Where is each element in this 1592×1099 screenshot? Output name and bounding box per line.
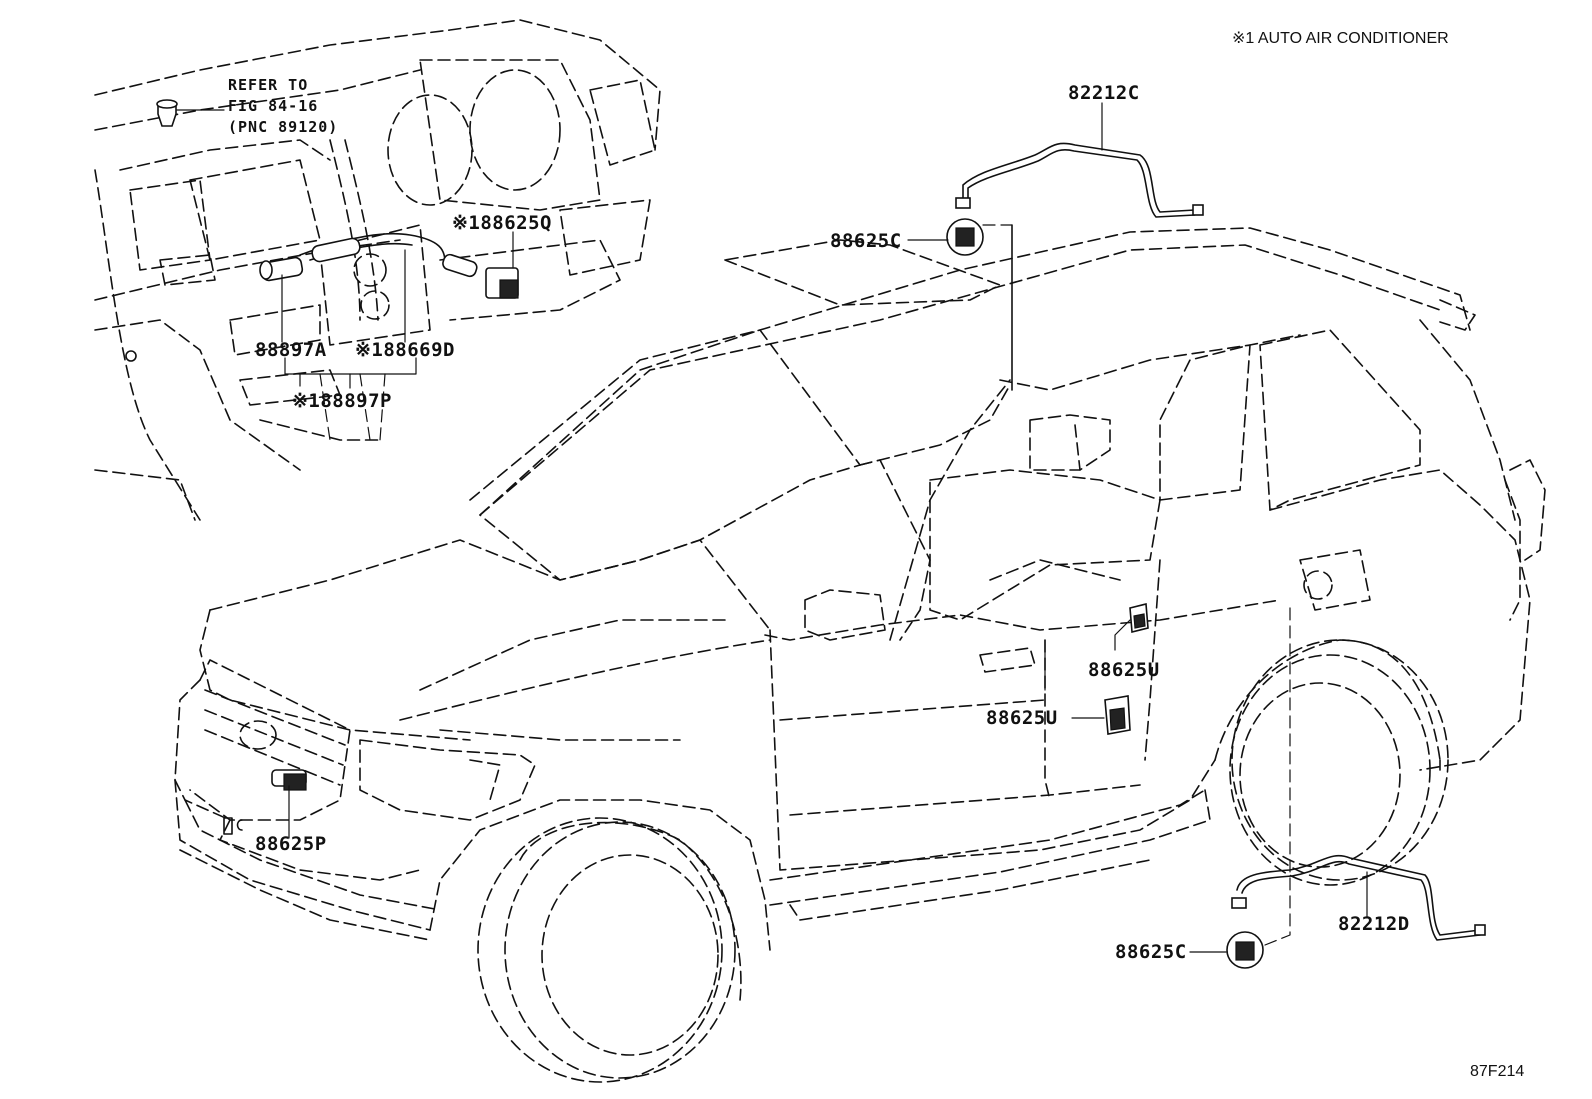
part-label-82212c[interactable]: 82212C [1068,82,1140,104]
part-shapes [271,142,1486,969]
figure-code: 87F214 [1470,1063,1525,1080]
refer-line-2: FIG 84-16 [228,97,319,115]
part-label-88625q[interactable]: ※188625Q [452,212,552,234]
part-label-88897a[interactable]: 88897A [255,339,327,361]
leader-lines [288,102,1368,953]
refer-line-3: (PNC 89120) [228,118,339,136]
part-label-88669d[interactable]: ※188669D [355,339,455,361]
part-label-88625u-lower[interactable]: 88625U [986,707,1058,729]
refer-line-1: REFER TO [228,76,309,94]
part-label-82212d[interactable]: 82212D [1338,913,1410,935]
part-label-88625c-top[interactable]: 88625C [830,230,902,252]
part-label-88625c-bottom[interactable]: 88625C [1115,941,1187,963]
auto-ac-note: ※1 AUTO AIR CONDITIONER [1232,30,1449,47]
vehicle-outline [174,227,1546,1083]
part-label-88625p[interactable]: 88625P [255,833,327,855]
dashboard-inset [94,19,661,521]
part-label-88897p[interactable]: ※188897P [292,390,392,412]
part-label-88625u-upper[interactable]: 88625U [1088,659,1160,681]
harness-82212c [962,142,1196,213]
